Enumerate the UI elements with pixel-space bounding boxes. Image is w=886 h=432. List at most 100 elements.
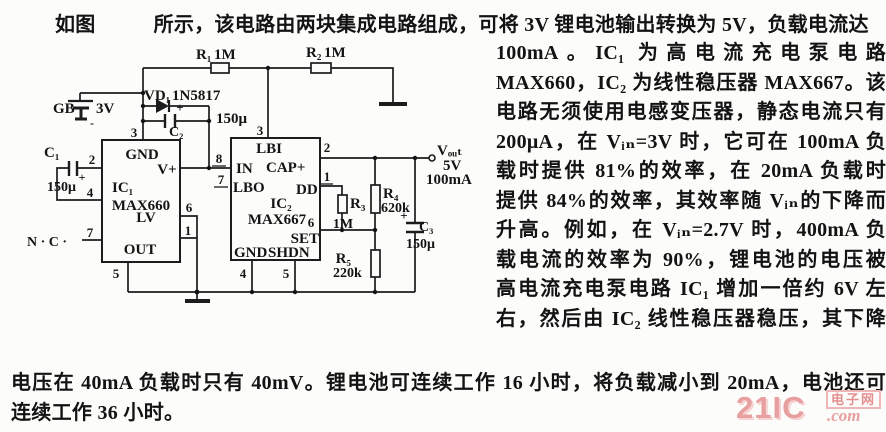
ic2-pin-dd-label: DD <box>296 182 318 198</box>
ic2-pin2-number: 2 <box>324 140 331 155</box>
ic1-pin6-number: 6 <box>186 200 193 215</box>
ic1-pin-vplus-label: V+ <box>157 162 176 178</box>
r4-value-label: 620k <box>381 201 410 216</box>
ic1-pin5-number: 5 <box>113 266 120 281</box>
c3-plus-label: + <box>400 208 407 223</box>
vout-current-label: 100mA <box>426 172 472 188</box>
capacitor-c2: + C₂ 150μ <box>163 100 248 140</box>
ic1-pin-lv-label: LV <box>136 210 156 226</box>
article-line: MAX660，IC₂ 为线性稳压器 MAX667。该 <box>496 72 886 94</box>
wire-c1-loop <box>56 167 102 201</box>
c2-ref-label: C₂ <box>169 125 183 140</box>
wire-ic2-gnd-shdn <box>251 260 296 292</box>
c1-ref-label: C₁ <box>44 145 59 161</box>
resistor-r5: R₅ 220k <box>333 249 381 281</box>
battery-value-label: 3V <box>96 101 115 117</box>
watermark-domain: .com <box>827 406 861 425</box>
ic2-max667: LBI IN CAP+ LBO DD IC₂ MAX667 SET GND SH… <box>212 123 333 281</box>
ic1-pin-gnd-label: GND <box>125 147 159 163</box>
ic2-pin4-number: 4 <box>240 266 247 281</box>
ic1-pin3-number: 3 <box>131 125 138 140</box>
article-line: 200μA，在 Vᵢₙ=3V 时，它可在 100mA 负 <box>496 131 886 153</box>
vout-ref-label: Vₒᵤₜ <box>437 143 463 159</box>
ic2-pin1-number: 1 <box>324 169 331 184</box>
intro-line: 如图所示，该电路由两块集成电路组成，可将 3V 锂电池输出转换为 5V，负载电流… <box>55 8 869 37</box>
intro-rest: 所示，该电路由两块集成电路组成，可将 3V 锂电池输出转换为 5V，负载电流达 <box>153 14 869 36</box>
ic1-max660: GND V+ IC₁ MAX660 LV OUT 3 2 4 7 6 1 5 <box>87 125 193 281</box>
battery-ref-label: GB <box>53 101 75 117</box>
wire-lv-pin1 <box>180 215 198 292</box>
ic2-pin3-number: 3 <box>257 123 264 138</box>
nc-label: N · C · <box>27 235 67 250</box>
capacitor-c3: + C₃ 150μ <box>400 208 435 252</box>
c2-plus-label: + <box>176 100 183 115</box>
diode-part-label: 1N5817 <box>172 88 221 104</box>
article-line: 提供 84%的效率，其效率随 Vᵢₙ的下降而 <box>496 190 886 212</box>
article-line: 载电流的效率为 90%，锂电池的电压被 <box>496 249 886 271</box>
ic2-pin6-number: 6 <box>308 215 315 230</box>
r1-ref-label: R₁ <box>196 47 211 63</box>
vout-node <box>428 154 436 162</box>
article-line: 电压在 40mA 负载时只有 40mV。锂电池可连续工作 16 小时，将负载减小… <box>11 372 886 394</box>
ic1-pin4-number: 4 <box>87 185 94 200</box>
junction-dots <box>140 65 418 295</box>
r4-ref-label: R₄ <box>383 186 399 202</box>
ic1-pin7-number: 7 <box>87 225 94 240</box>
ic2-pin-shdn-label: SHDN <box>268 245 310 261</box>
c1-value-label: 150μ <box>47 180 76 195</box>
vout-terminal: Vₒᵤₜ 5V 100mA <box>426 143 472 188</box>
ic1-pin1-number: 1 <box>185 223 192 238</box>
article-line: 升高。例如，在 Vᵢₙ=2.7V 时，400mA 负 <box>496 219 886 241</box>
resistor-r1: R₁ 1M <box>196 47 236 74</box>
ic1-part-label: MAX660 <box>112 198 170 214</box>
r2-ref-label: R₂ <box>306 45 322 61</box>
ic2-pin-gnd-label: GND <box>234 245 268 261</box>
r3-ref-label: R₃ <box>350 196 366 212</box>
ic2-pin-lbo-label: LBO <box>233 180 265 196</box>
ic1-pin2-number: 2 <box>89 152 96 167</box>
r1-value-label: 1M <box>214 47 236 63</box>
vout-volts-label: 5V <box>443 158 462 174</box>
article-line: 电路无须使用电感变压器，静态电流只有 <box>496 101 886 123</box>
capacitor-c1: C₁ + 150μ <box>44 145 86 195</box>
resistor-r3: R₃ 1M <box>333 194 366 232</box>
resistor-r4: R₄ 620k <box>370 184 410 216</box>
wire-dd-r3 <box>320 185 343 230</box>
watermark-tag: 电子网 <box>826 390 882 409</box>
diode-ref-label: VD₁ <box>144 88 170 104</box>
diode-symbol <box>156 99 169 113</box>
watermark-logo: 21IC <box>736 390 806 425</box>
ic2-pin-in-label: IN <box>236 161 253 177</box>
ic2-pin8-number: 8 <box>216 151 223 166</box>
circuit-diagram: GB 3V - VD₁ 1N5817 + C₂ 150μ C₁ + 150μ R… <box>27 45 472 303</box>
c3-value-label: 150μ <box>406 237 435 252</box>
ic2-pin-set-label: SET <box>291 231 319 247</box>
battery-minus-label: - <box>90 116 94 130</box>
ic2-name-label: IC₂ <box>270 196 292 212</box>
ic2-pin5-number: 5 <box>283 266 290 281</box>
ic1-pin-out-label: OUT <box>124 242 157 258</box>
ic2-pin-lbi-label: LBI <box>256 141 282 157</box>
wire-top-rail <box>143 67 394 103</box>
c3-ref-label: C₃ <box>419 220 433 235</box>
r5-value-label: 220k <box>333 266 362 281</box>
ic1-name-label: IC₁ <box>112 180 133 196</box>
article-line: 连续工作 36 小时。 <box>11 402 185 424</box>
diode-vd1: VD₁ 1N5817 <box>144 88 221 113</box>
ic2-pin-cap-label: CAP+ <box>266 160 305 176</box>
resistor-r2: R₂ 1M <box>306 45 346 74</box>
r5-ref-label: R₅ <box>336 251 352 267</box>
article-line: 高电流充电泵电路 IC₁ 增加一倍约 6V 左 <box>496 278 886 300</box>
ic2-pin7-number: 7 <box>218 172 225 187</box>
c1-plus-label: + <box>79 170 86 184</box>
c2-value-label: 150μ <box>216 111 248 127</box>
r3-value-label: 1M <box>333 217 353 232</box>
r2-value-label: 1M <box>324 45 346 61</box>
article-line: 载时提供 81%的效率，在 20mA 负载时 <box>496 160 886 182</box>
ic2-part-label: MAX667 <box>248 212 307 228</box>
battery-gb: GB 3V - <box>53 99 115 130</box>
article-line: 100mA。IC₁ 为高电流充电泵电路 <box>496 42 886 64</box>
article-line: 右，然后由 IC₂ 线性稳压器稳压，其下降 <box>496 308 886 330</box>
wire-battery <box>79 92 143 101</box>
